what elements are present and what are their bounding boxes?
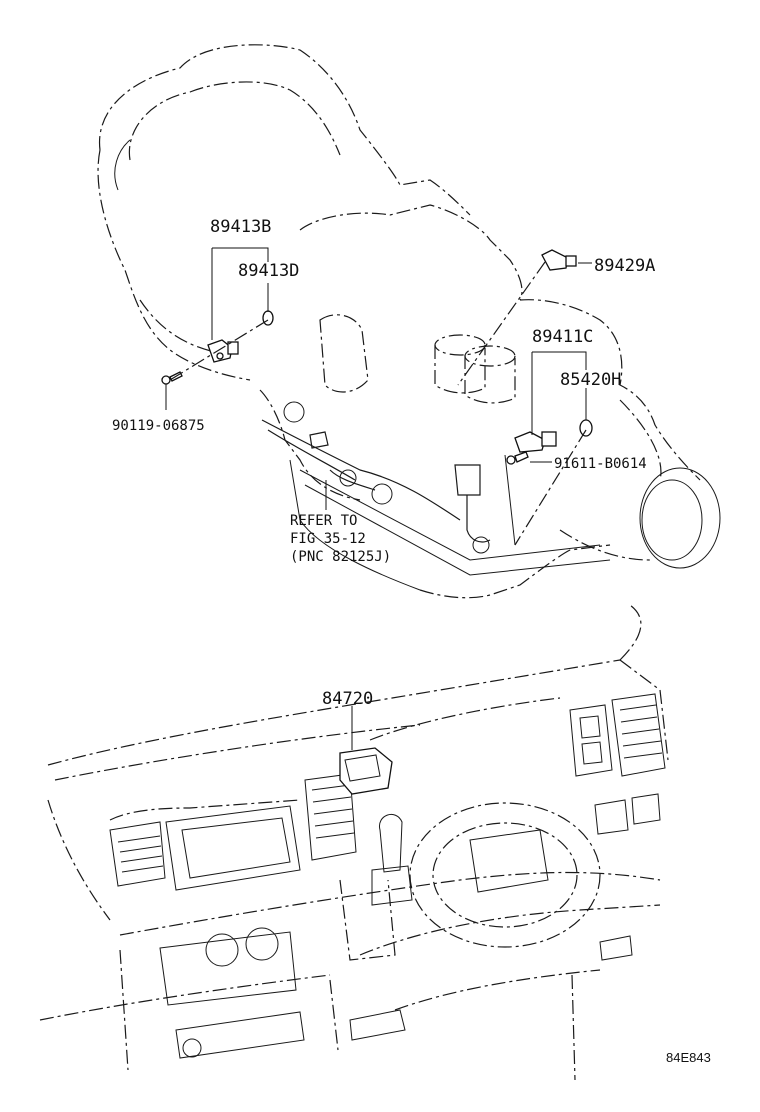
callout-89429a: 89429A: [594, 256, 655, 276]
reference-line-3: (PNC 82125J): [290, 549, 391, 565]
reference-line-1: REFER TO: [290, 513, 357, 529]
sensor-89413b: [207, 339, 239, 363]
o-ring-85420h: [579, 419, 593, 437]
instrument-panel: [39, 604, 669, 1081]
leader-lines-upper: [165, 247, 592, 546]
callout-91611-b0614: 91611-B0614: [554, 456, 647, 472]
switch-84720: [339, 747, 393, 795]
callout-89413d: 89413D: [238, 261, 299, 281]
callout-89413b: 89413B: [210, 217, 271, 237]
reference-line-2: FIG 35-12: [290, 531, 366, 547]
sensor-89411c: [514, 431, 557, 453]
callout-89411c: 89411C: [532, 327, 593, 347]
transmission-assembly: [97, 44, 721, 599]
o-ring-89413d: [262, 310, 274, 326]
callout-90119-06875: 90119-06875: [112, 418, 205, 434]
callout-85420h: 85420H: [560, 370, 621, 390]
sensor-89429a: [541, 249, 577, 271]
callout-84720: 84720: [322, 689, 373, 709]
bolt-91611: [506, 451, 529, 465]
illustration-code: 84E843: [666, 1050, 711, 1065]
